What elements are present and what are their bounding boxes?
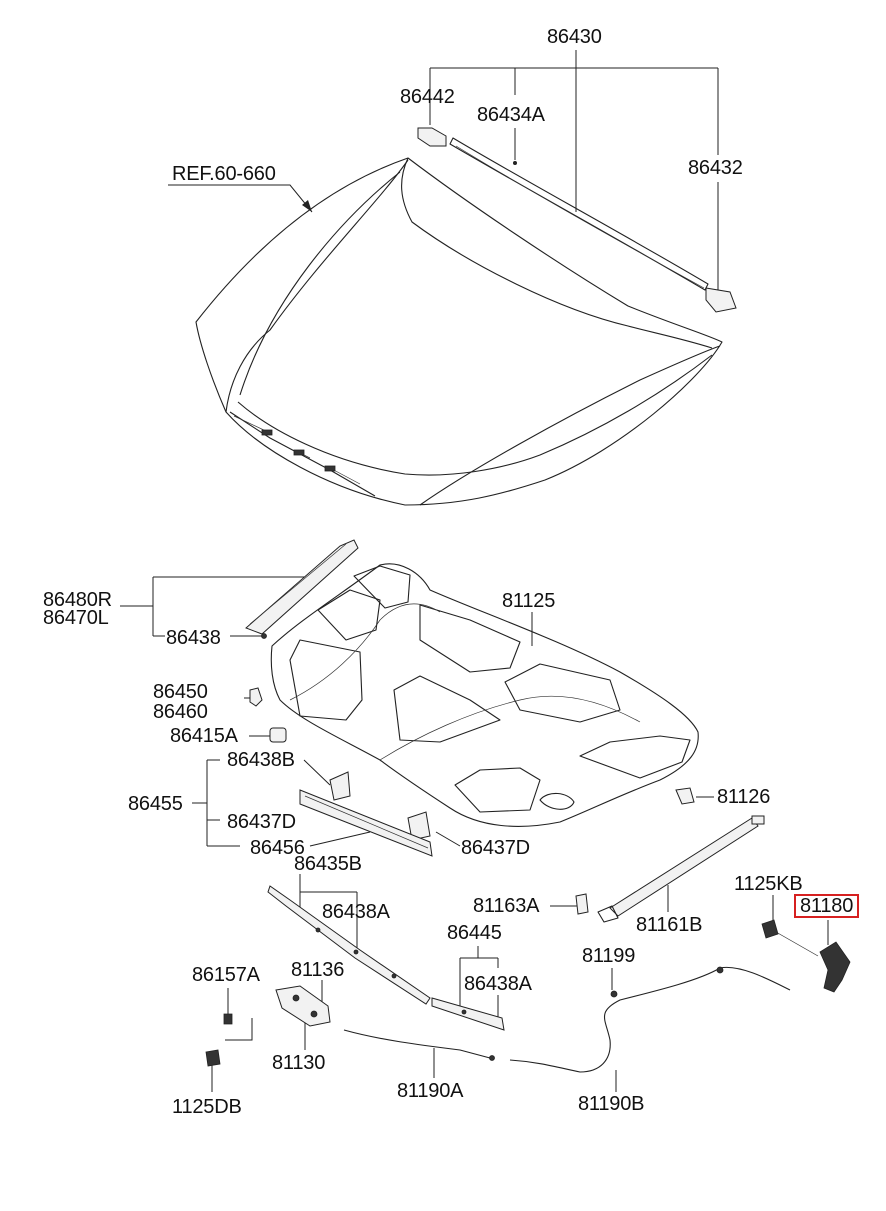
label-86438B: 86438B [227, 749, 295, 771]
leader-lines [120, 50, 829, 1092]
small-fasteners [249, 687, 695, 857]
gas-lifter [575, 815, 765, 923]
label-81180: 81180 [794, 894, 860, 918]
label-1125KB: 1125KB [734, 873, 803, 895]
label-86434A: 86434A [477, 104, 545, 126]
label-81136: 81136 [291, 959, 345, 981]
label-86430: 86430 [547, 26, 602, 48]
label-86455: 86455 [128, 793, 183, 815]
hood-outer-panel [195, 157, 723, 506]
label-86435B: 86435B [294, 853, 362, 875]
label-86157A: 86157A [192, 964, 260, 986]
label-86437D-left: 86437D [227, 811, 296, 833]
label-86480R: 86480R [43, 589, 112, 611]
label-86470L: 86470L [43, 607, 109, 629]
label-81190A: 81190A [397, 1080, 464, 1102]
label-86445: 86445 [447, 922, 502, 944]
label-86450: 86450 [153, 681, 208, 703]
label-86442: 86442 [400, 86, 455, 108]
label-86438A-lower: 86438A [464, 973, 532, 995]
label-81190B: 81190B [578, 1093, 645, 1115]
hood-inner-panel [270, 563, 699, 827]
label-86438: 86438 [166, 627, 221, 649]
label-81125: 81125 [502, 590, 556, 612]
label-1125DB: 1125DB [172, 1096, 242, 1118]
label-86438A-upper: 86438A [322, 901, 390, 923]
label-81130: 81130 [272, 1052, 326, 1074]
label-86437D-right: 86437D [461, 837, 530, 859]
label-86432: 86432 [688, 157, 743, 179]
release-handle [761, 919, 851, 993]
release-cables [343, 966, 791, 1073]
label-81199: 81199 [582, 945, 636, 967]
label-86460: 86460 [153, 701, 208, 723]
label-86456: 86456 [250, 837, 305, 859]
label-81163A: 81163A [473, 895, 540, 917]
label-ref-60-660: REF.60-660 [172, 163, 276, 185]
label-81126: 81126 [717, 786, 771, 808]
hood-weatherstrip [417, 127, 737, 313]
hood-molding [245, 539, 359, 639]
label-81161B: 81161B [636, 914, 703, 936]
label-86415A: 86415A [170, 725, 238, 747]
hood-latch [205, 985, 331, 1067]
front-seal-strip [267, 885, 505, 1031]
